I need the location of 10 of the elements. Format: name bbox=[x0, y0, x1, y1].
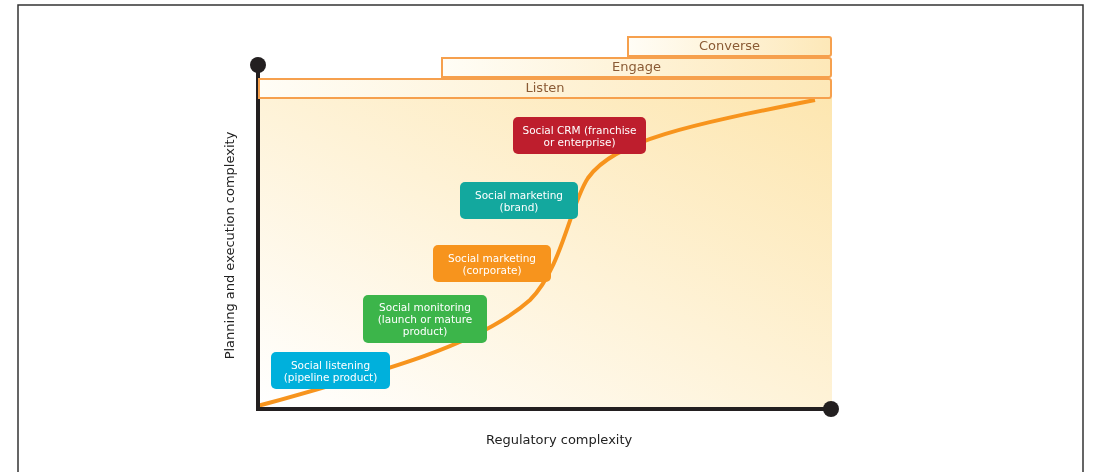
stage-band: Engage bbox=[441, 57, 832, 78]
stage-band: Converse bbox=[627, 36, 832, 57]
stage-box: Social listening (pipeline product) bbox=[271, 352, 390, 389]
stage-box: Social marketing (brand) bbox=[460, 182, 578, 219]
stage-box: Social marketing (corporate) bbox=[433, 245, 551, 282]
axis-title: Regulatory complexity bbox=[486, 432, 633, 447]
stage-band: Listen bbox=[258, 78, 832, 99]
stage-box: Social monitoring (launch or mature product) bbox=[363, 295, 487, 343]
axis-title: Planning and execution complexity bbox=[222, 131, 238, 359]
stage-box: Social CRM (franchise or enterprise) bbox=[513, 117, 646, 154]
